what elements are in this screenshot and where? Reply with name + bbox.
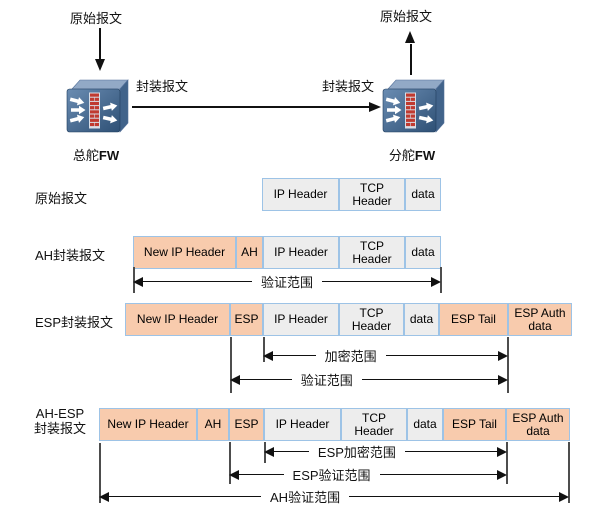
scope-tick xyxy=(230,337,232,393)
arrowhead-right-icon xyxy=(497,446,507,457)
right-encapsulated-packet-label: 封装报文 xyxy=(322,79,375,94)
ip-header-field: IP Header xyxy=(263,303,339,336)
right-firewall-name: 分舵FW xyxy=(388,148,436,163)
scope-label: 加密范围 xyxy=(324,349,377,364)
arrowhead-left-icon xyxy=(99,491,109,502)
left-encapsulated-packet-label: 封装报文 xyxy=(136,79,189,94)
down-arrow-icon xyxy=(99,28,101,60)
data-field: data xyxy=(404,303,439,336)
esp-field: ESP xyxy=(229,408,264,441)
row-ah-label: AH封装报文 xyxy=(35,248,106,263)
arrowhead-right-icon xyxy=(498,374,508,385)
ah-auth-scope-arrow: AH验证范围 xyxy=(99,489,569,505)
esp-auth-scope-arrow: ESP验证范围 xyxy=(229,467,507,483)
new-ip-header-field: New IP Header xyxy=(99,408,197,441)
ah-field: AH xyxy=(197,408,229,441)
tunnel-link-line xyxy=(132,106,370,108)
original-packet-row: IP Header TCP Header data xyxy=(0,178,607,211)
tcp-header-field: TCP Header xyxy=(339,236,405,269)
up-arrow-icon xyxy=(410,44,412,75)
down-arrowhead-icon xyxy=(94,59,105,71)
up-arrowhead-icon xyxy=(405,31,415,43)
esp-auth-scope-arrow: 验证范围 xyxy=(230,372,508,388)
arrowhead-left-icon xyxy=(263,350,273,361)
scope-label: ESP加密范围 xyxy=(317,445,396,460)
scope-tick xyxy=(229,442,231,484)
esp-packet-row: New IP Header ESP IP Header TCP Header d… xyxy=(0,303,607,336)
esp-encrypt-scope-arrow: 加密范围 xyxy=(263,348,508,364)
arrowhead-left-icon xyxy=(264,446,274,457)
data-field: data xyxy=(405,178,441,211)
scope-tick xyxy=(506,442,508,484)
tcp-header-field: TCP Header xyxy=(341,408,407,441)
data-field: data xyxy=(407,408,443,441)
arrowhead-right-icon xyxy=(559,491,569,502)
esp-auth-data-field: ESP Auth data xyxy=(508,303,572,336)
right-original-packet-label: 原始报文 xyxy=(380,9,433,24)
arrowhead-left-icon xyxy=(229,469,239,480)
tunnel-link-arrowhead-icon xyxy=(369,101,381,112)
scope-tick xyxy=(99,443,101,503)
scope-tick xyxy=(568,442,570,503)
esp-tail-field: ESP Tail xyxy=(439,303,508,336)
esp-field: ESP xyxy=(230,303,263,336)
tcp-header-field: TCP Header xyxy=(339,178,405,211)
ip-header-field: IP Header xyxy=(262,178,339,211)
new-ip-header-field: New IP Header xyxy=(133,236,236,269)
arrowhead-left-icon xyxy=(133,276,143,287)
scope-label: 验证范围 xyxy=(300,373,353,388)
ah-field: AH xyxy=(236,236,263,269)
firewall-icon xyxy=(66,79,129,133)
left-original-packet-label: 原始报文 xyxy=(70,11,123,26)
new-ip-header-field: New IP Header xyxy=(125,303,230,336)
arrowhead-right-icon xyxy=(431,276,442,287)
scope-label: 验证范围 xyxy=(261,275,314,290)
data-field: data xyxy=(405,236,441,269)
ah-esp-packet-row: New IP Header AH ESP IP Header TCP Heade… xyxy=(0,408,607,441)
scope-label: ESP验证范围 xyxy=(292,468,371,483)
arrowhead-left-icon xyxy=(230,374,240,385)
ah-auth-scope-arrow: 验证范围 xyxy=(133,274,442,290)
left-firewall-name: 总舵FW xyxy=(72,148,120,163)
tcp-header-field: TCP Header xyxy=(339,303,404,336)
esp-auth-data-field: ESP Auth data xyxy=(506,408,570,441)
ip-header-field: IP Header xyxy=(263,236,339,269)
arrowhead-right-icon xyxy=(497,469,507,480)
ah-packet-row: New IP Header AH IP Header TCP Header da… xyxy=(0,236,607,269)
esp-tail-field: ESP Tail xyxy=(443,408,506,441)
scope-label: AH验证范围 xyxy=(270,490,341,505)
arrowhead-right-icon xyxy=(498,350,508,361)
firewall-icon xyxy=(382,79,445,133)
scope-tick xyxy=(507,337,509,393)
row-esp-label: ESP封装报文 xyxy=(35,315,114,330)
esp-encrypt-scope-arrow: ESP加密范围 xyxy=(264,444,507,460)
row-original-label: 原始报文 xyxy=(35,191,88,206)
scope-tick xyxy=(263,337,265,362)
ip-header-field: IP Header xyxy=(264,408,341,441)
